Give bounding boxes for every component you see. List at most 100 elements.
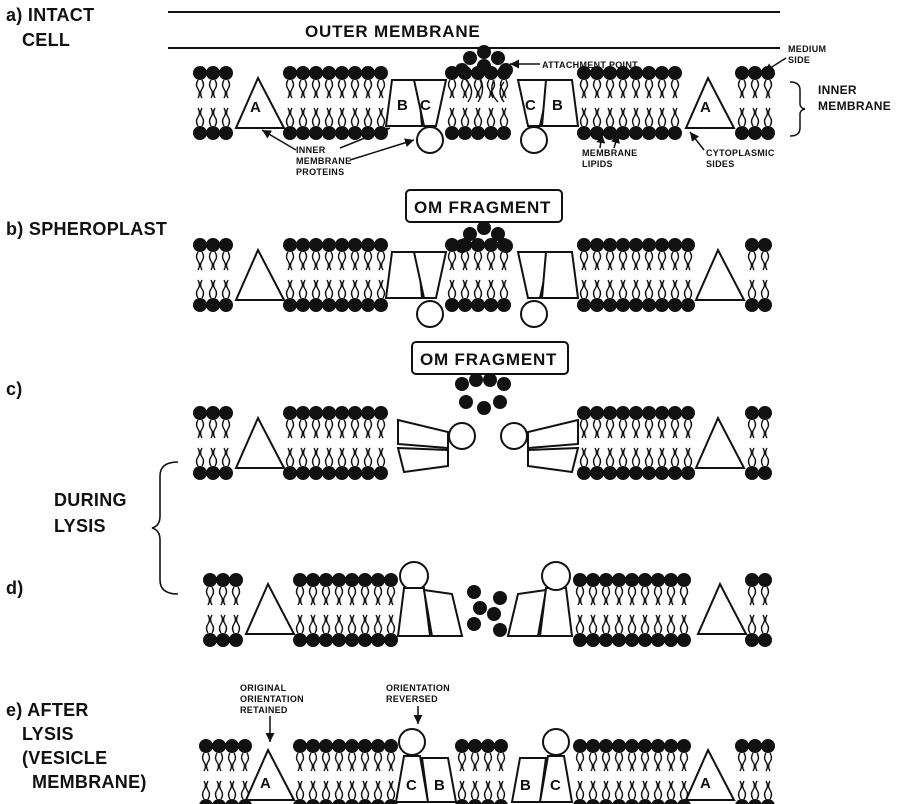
lipid-pair xyxy=(225,739,239,804)
lipid-pair xyxy=(361,238,375,312)
inner-membrane-proteins-label-3: PROTEINS xyxy=(296,167,344,177)
lipid-pair xyxy=(642,238,656,312)
lipid-pair xyxy=(309,406,323,480)
lipid-pair xyxy=(458,66,472,140)
lipid-pair xyxy=(322,66,336,140)
protein-b-left-e-label: B xyxy=(434,777,445,794)
lipid-pair xyxy=(612,573,626,647)
lipid-pair xyxy=(384,573,398,647)
inner-membrane-bracket xyxy=(790,82,805,136)
lipid-pair xyxy=(296,66,310,140)
lipid-pair xyxy=(293,573,307,647)
lipid-pair xyxy=(748,66,762,140)
stage-e-label: e) AFTER xyxy=(6,700,89,720)
lipid-pair xyxy=(761,739,775,804)
lipid-pair xyxy=(573,739,587,804)
lipid-pair xyxy=(371,739,385,804)
medium-side-arrow xyxy=(764,58,786,72)
lipid-pair xyxy=(494,739,508,804)
lipid-pair xyxy=(322,238,336,312)
lipid-pair xyxy=(293,739,307,804)
stage-e-label-3: (VESICLE xyxy=(22,748,107,768)
lipid-pair xyxy=(758,573,772,647)
protein-b-right-e-label: B xyxy=(520,777,531,794)
lipid-pair xyxy=(573,573,587,647)
om-fragment-micelle-c xyxy=(455,373,511,415)
lipid-pair xyxy=(484,66,498,140)
lipid-pair xyxy=(642,406,656,480)
lipid-pair xyxy=(471,66,485,140)
medium-side-label: MEDIUM xyxy=(788,44,826,54)
lipid-pair xyxy=(229,573,243,647)
lipid-pair xyxy=(603,406,617,480)
protein-a-right-e-label: A xyxy=(700,775,711,792)
lipid-pair xyxy=(374,406,388,480)
stage-e-label-2: LYSIS xyxy=(22,724,74,744)
lipid-pair xyxy=(586,739,600,804)
lipid-pair xyxy=(203,573,217,647)
lipid-pair xyxy=(651,739,665,804)
lipid-pair xyxy=(309,238,323,312)
lipid-pair xyxy=(638,573,652,647)
protein-c-left-label: C xyxy=(420,97,431,114)
lipid-pair xyxy=(758,238,772,312)
lipid-pair xyxy=(642,66,656,140)
imp-arrow-c xyxy=(350,140,414,160)
lipid-pair xyxy=(629,66,643,140)
lipid-pair xyxy=(586,573,600,647)
lipid-pair xyxy=(577,406,591,480)
orientation-reversed-label: ORIENTATION xyxy=(386,683,450,693)
lipid-pair xyxy=(348,406,362,480)
protein-b-left-c xyxy=(398,448,448,472)
protein-c-left-c xyxy=(398,420,448,448)
lipid-pair xyxy=(664,573,678,647)
lipid-pair xyxy=(577,66,591,140)
protein-c-right-head-b xyxy=(521,301,547,327)
stage-e-label-4: MEMBRANE) xyxy=(32,772,147,792)
lipid-pair xyxy=(348,238,362,312)
cytoplasmic-arrow xyxy=(690,132,704,150)
lipid-pair xyxy=(616,406,630,480)
lipid-pair xyxy=(668,66,682,140)
lipid-pair xyxy=(638,739,652,804)
lipid-pair xyxy=(761,66,775,140)
lipid-pair xyxy=(468,739,482,804)
protein-a-right-b xyxy=(696,250,744,300)
lipid-pair xyxy=(590,66,604,140)
medium-side-label-2: SIDE xyxy=(788,55,810,65)
lipid-pair xyxy=(332,739,346,804)
protein-a-left-b xyxy=(236,250,284,300)
lipid-pair xyxy=(758,406,772,480)
stage-a-label-2: CELL xyxy=(22,30,70,50)
protein-a-left-d xyxy=(246,584,294,634)
original-orientation-label-3: RETAINED xyxy=(240,705,288,715)
lipid-pair xyxy=(616,66,630,140)
lipid-pair xyxy=(335,238,349,312)
lipid-pair xyxy=(358,573,372,647)
lipid-pair xyxy=(735,739,749,804)
lipid-pair xyxy=(335,66,349,140)
membrane-d xyxy=(203,573,772,647)
lipid-pair xyxy=(193,238,207,312)
lipid-pair xyxy=(664,739,678,804)
inner-membrane-proteins-label: INNER xyxy=(296,145,326,155)
lipid-pair xyxy=(193,66,207,140)
protein-c-right-d xyxy=(540,588,572,636)
lipid-pair xyxy=(655,238,669,312)
lipid-pair xyxy=(219,66,233,140)
lipid-pair xyxy=(361,66,375,140)
stage-b-label: b) SPHEROPLAST xyxy=(6,219,167,239)
cytoplasmic-sides-label-2: SIDES xyxy=(706,159,735,169)
lipid-pair xyxy=(219,406,233,480)
protein-a-left-e-label: A xyxy=(260,775,271,792)
original-orientation-label: ORIGINAL xyxy=(240,683,287,693)
lipid-pair xyxy=(216,573,230,647)
stage-d-label: d) xyxy=(6,578,24,598)
lipid-pair xyxy=(681,238,695,312)
inner-membrane-label-2: MEMBRANE xyxy=(818,99,891,113)
protein-b-right-b xyxy=(542,252,578,298)
protein-c-left-head xyxy=(417,127,443,153)
protein-c-right-head-e xyxy=(543,729,569,755)
protein-c-right-head-d xyxy=(542,562,570,590)
